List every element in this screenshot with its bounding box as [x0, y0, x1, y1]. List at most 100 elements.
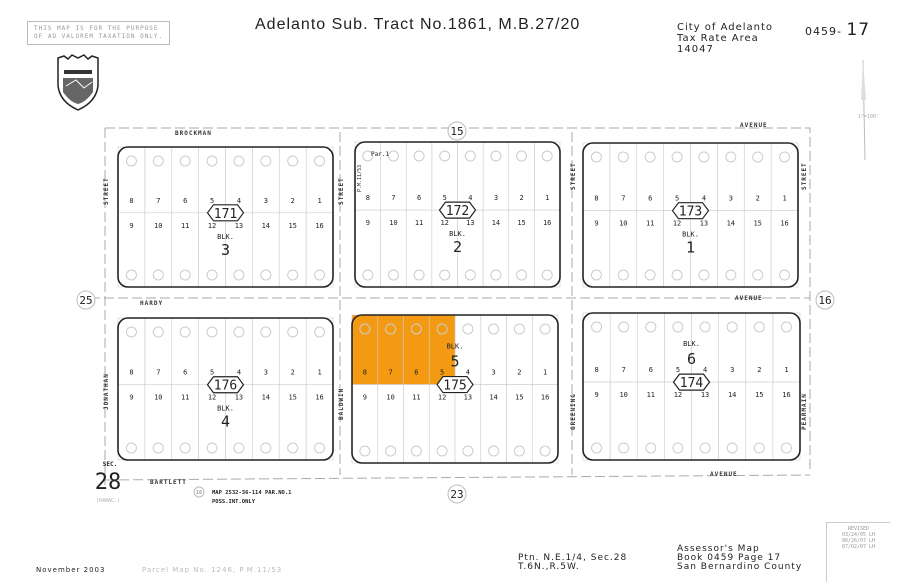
parcel-circle — [490, 269, 502, 281]
parcel-lot[interactable] — [534, 141, 561, 211]
block-outline — [354, 141, 561, 288]
parcel-lot[interactable] — [403, 384, 430, 464]
parcel-lot[interactable] — [508, 209, 535, 288]
revision-date: 03/24/05 LH — [841, 532, 876, 538]
parcel-lot[interactable] — [225, 384, 253, 461]
parcel-lot[interactable] — [506, 314, 533, 385]
lot-number: 1 — [317, 369, 321, 377]
lot-number: 11 — [646, 220, 654, 228]
adjacent-map-23[interactable]: 23 — [447, 484, 467, 504]
parcel-lot[interactable] — [305, 317, 334, 386]
parcel-lot[interactable] — [278, 212, 307, 288]
parcel-circle — [359, 323, 371, 335]
parcel-lot[interactable] — [745, 381, 774, 461]
parcel-lot[interactable] — [534, 209, 561, 288]
street-label-street: STREET — [570, 162, 577, 190]
parcel-lot[interactable] — [252, 212, 280, 288]
parcel-lot[interactable] — [745, 312, 774, 383]
parcel-lot[interactable] — [171, 384, 199, 461]
parcel-circle — [233, 326, 245, 338]
parcel-lot[interactable] — [457, 141, 484, 211]
county-seal-icon — [57, 54, 99, 111]
parcel-lot[interactable] — [636, 381, 665, 461]
parcel-lot[interactable] — [664, 312, 692, 383]
parcel-lot[interactable] — [691, 312, 719, 383]
lot-number: 11 — [181, 222, 189, 230]
parcel-lot[interactable] — [305, 384, 334, 461]
adjacent-map-25[interactable]: 25 — [76, 290, 96, 310]
parcel-lot[interactable] — [428, 314, 456, 385]
parcel-lot[interactable] — [582, 142, 611, 211]
lot-number: 4 — [237, 369, 241, 377]
parcel-circle — [488, 323, 500, 335]
lot-number: 3 — [494, 194, 498, 202]
parcel-lot[interactable] — [171, 212, 199, 288]
parcel-circle — [753, 321, 765, 333]
adjacent-map-16[interactable]: 16 — [815, 290, 835, 310]
parcel-circle — [206, 326, 218, 338]
parcel-circle — [314, 155, 326, 167]
street-label-avenue-mid: AVENUE — [735, 295, 763, 302]
parcel-lot[interactable] — [144, 384, 173, 461]
parcel-lot[interactable] — [508, 141, 535, 211]
parcel-lot[interactable] — [144, 212, 173, 288]
parcel-lot[interactable] — [717, 210, 745, 288]
parcel-circle — [488, 445, 500, 457]
parcel-lot[interactable] — [531, 384, 559, 464]
parcel-lot[interactable] — [171, 317, 199, 386]
parcel-lot[interactable] — [609, 381, 638, 461]
parcel-lot[interactable] — [305, 146, 334, 214]
parcel-lot[interactable] — [252, 384, 280, 461]
lot-number: 11 — [647, 391, 655, 399]
parcel-lot[interactable] — [480, 384, 507, 464]
parcel-circle — [314, 442, 326, 454]
lot-number: 1 — [543, 369, 547, 377]
parcel-lot[interactable] — [480, 314, 507, 385]
section-number: 28 — [95, 470, 122, 495]
street-label-street: STREET — [801, 162, 808, 190]
lot-number: 12 — [208, 222, 216, 230]
parcel-lot[interactable] — [636, 312, 665, 383]
parcel-lot[interactable] — [431, 209, 458, 288]
parcel-circle — [152, 155, 164, 167]
parcel-lot[interactable] — [663, 210, 691, 288]
parcel-lot[interactable] — [117, 212, 146, 288]
parcel-circle — [362, 150, 374, 162]
parcel-lot[interactable] — [377, 314, 404, 385]
parcel-lot[interactable] — [743, 210, 772, 288]
parcel-lot[interactable] — [743, 142, 772, 211]
parcel-lot[interactable] — [278, 317, 307, 386]
parcel-circle — [780, 442, 792, 454]
parcel-lot[interactable] — [531, 314, 559, 385]
lot-number: 16 — [541, 394, 549, 402]
parcel-lot[interactable] — [718, 381, 747, 461]
lot-number: 12 — [438, 394, 446, 402]
parcel-lot[interactable] — [198, 212, 226, 288]
parcel-lot[interactable] — [198, 317, 226, 386]
parcel-lot[interactable] — [717, 142, 745, 211]
parcel-lot[interactable] — [144, 317, 173, 386]
parcel-lot[interactable] — [582, 210, 611, 288]
parcel-circle — [125, 269, 137, 281]
lot-number: 6 — [414, 369, 418, 377]
parcel-lot[interactable] — [506, 384, 533, 464]
parcel-lot[interactable] — [380, 209, 407, 288]
parcel-lot[interactable] — [171, 146, 199, 214]
parcel-lot[interactable] — [380, 141, 407, 211]
parcel-lot[interactable] — [305, 212, 334, 288]
parcel-lot[interactable] — [609, 142, 638, 211]
parcel-circle — [410, 445, 422, 457]
parcel-lot[interactable] — [278, 384, 307, 461]
parcel-lot[interactable] — [690, 210, 718, 288]
parcel-circle — [179, 442, 191, 454]
street-label-avenue-top: AVENUE — [740, 122, 768, 129]
lot-number: 12 — [674, 391, 682, 399]
parcel-lot[interactable] — [718, 312, 747, 383]
adjacent-map-15[interactable]: 15 — [447, 121, 467, 141]
parcel-lot[interactable] — [252, 317, 280, 386]
parcel-lot[interactable] — [428, 384, 456, 464]
parcel-circle — [387, 269, 399, 281]
parcel-lot[interactable] — [663, 142, 691, 211]
note-line: MAP 2532-36-114 PAR.NO.1 — [212, 490, 292, 496]
